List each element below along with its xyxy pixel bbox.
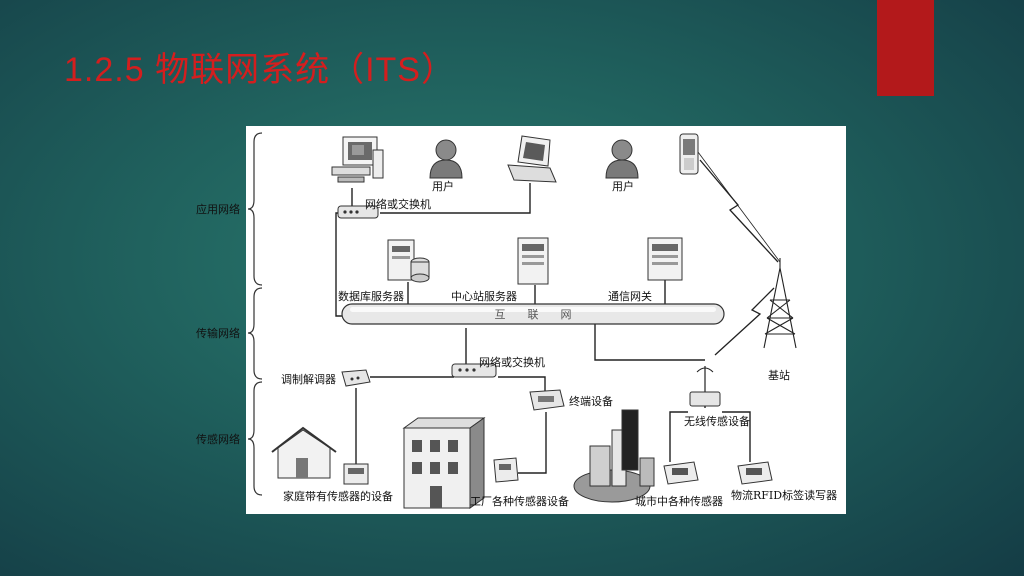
workstation-icon [331,136,384,183]
home-sensor-device-icon [343,463,369,485]
wireless-sensor-icon [689,366,721,407]
city-sensor-device-icon [663,461,699,485]
slide-title: 1.2.5 物联网系统（ITS） [64,51,456,89]
switch-top-label: 网络或交换机 [365,197,431,211]
gateway-label: 通信网关 [608,289,652,303]
terminal-device-icon [529,389,565,411]
rfid-reader-icon [737,461,773,485]
internet-bus: 互 联 网 [341,303,725,325]
center-server-icon [517,237,549,285]
house-icon [271,426,337,479]
layer-transport-label: 传输网络 [196,326,240,340]
gateway-server-icon [647,237,683,281]
modem-icon [341,369,371,387]
user-label-2: 用户 [612,179,634,193]
base-station-label: 基站 [768,368,790,382]
user-label-1: 用户 [432,179,454,193]
user-icon [605,139,639,179]
factory-sensor-device-icon [493,457,519,483]
mobile-phone-icon [679,133,699,175]
terminal-label: 终端设备 [569,394,613,408]
factory-building-icon [402,417,486,509]
city-skyline-icon [573,409,655,503]
laptop-icon [507,135,557,183]
user-icon [429,139,463,179]
connection-lines [335,183,751,474]
switch-mid-label: 网络或交换机 [479,355,545,369]
switch-icon [337,205,379,219]
city-sensors-label: 城市中各种传感器 [635,494,723,508]
center-server-label: 中心站服务器 [451,289,517,303]
accent-tab [877,0,934,96]
sensing-brace [247,381,263,496]
layer-braces [247,132,263,496]
wireless-sensor-label: 无线传感设备 [684,414,750,428]
wireless-links [697,151,781,356]
layer-sensing-label: 传感网络 [196,432,240,446]
modem-label: 调制解调器 [281,372,336,386]
base-station-icon [763,258,797,349]
database-server-icon [387,239,430,283]
factory-sensors-label: 工厂各种传感器设备 [470,494,569,508]
application-brace [247,132,263,286]
layer-application-label: 应用网络 [196,202,240,216]
switch-icon [451,363,497,378]
db-server-label: 数据库服务器 [338,289,404,303]
home-devices-label: 家庭带有传感器的设备 [283,489,393,503]
rfid-label: 物流RFID标签读写器 [731,488,837,502]
internet-label: 互 联 网 [495,308,572,321]
transport-brace [247,287,263,380]
